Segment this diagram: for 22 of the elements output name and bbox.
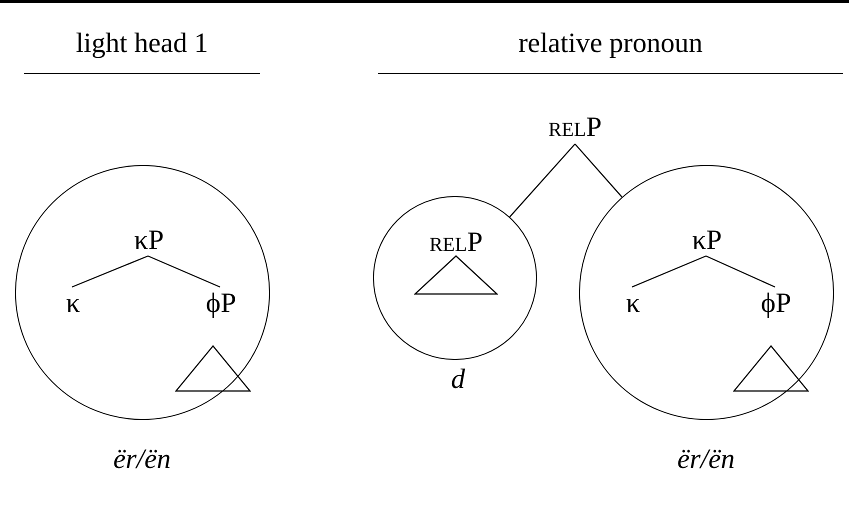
- tree-branch: [509, 144, 576, 218]
- exponent-label: ër/ën: [113, 446, 171, 474]
- tree-label: κ: [613, 288, 653, 320]
- subtree-triangle: [733, 345, 809, 392]
- tree-label: κ: [53, 288, 93, 320]
- subtree-triangle: [414, 255, 498, 295]
- tree-branch: [574, 144, 622, 198]
- tree-branch: [72, 255, 148, 288]
- subtree-triangle: [175, 345, 251, 392]
- tree-label: relP: [535, 112, 615, 144]
- tree-label: ϕP: [746, 288, 806, 320]
- tree-label: κP: [119, 225, 179, 257]
- tree-label: κP: [677, 225, 737, 257]
- column-heading: light head 1: [76, 27, 208, 61]
- tree-label: ϕP: [191, 288, 251, 320]
- tree-branch: [148, 255, 220, 288]
- exponent-label: d: [451, 366, 465, 394]
- tree-branch: [706, 255, 776, 288]
- column-heading: relative pronoun: [518, 27, 703, 61]
- exponent-label: ër/ën: [677, 446, 735, 474]
- tree-label: relP: [416, 227, 496, 259]
- tree-branch: [632, 255, 706, 288]
